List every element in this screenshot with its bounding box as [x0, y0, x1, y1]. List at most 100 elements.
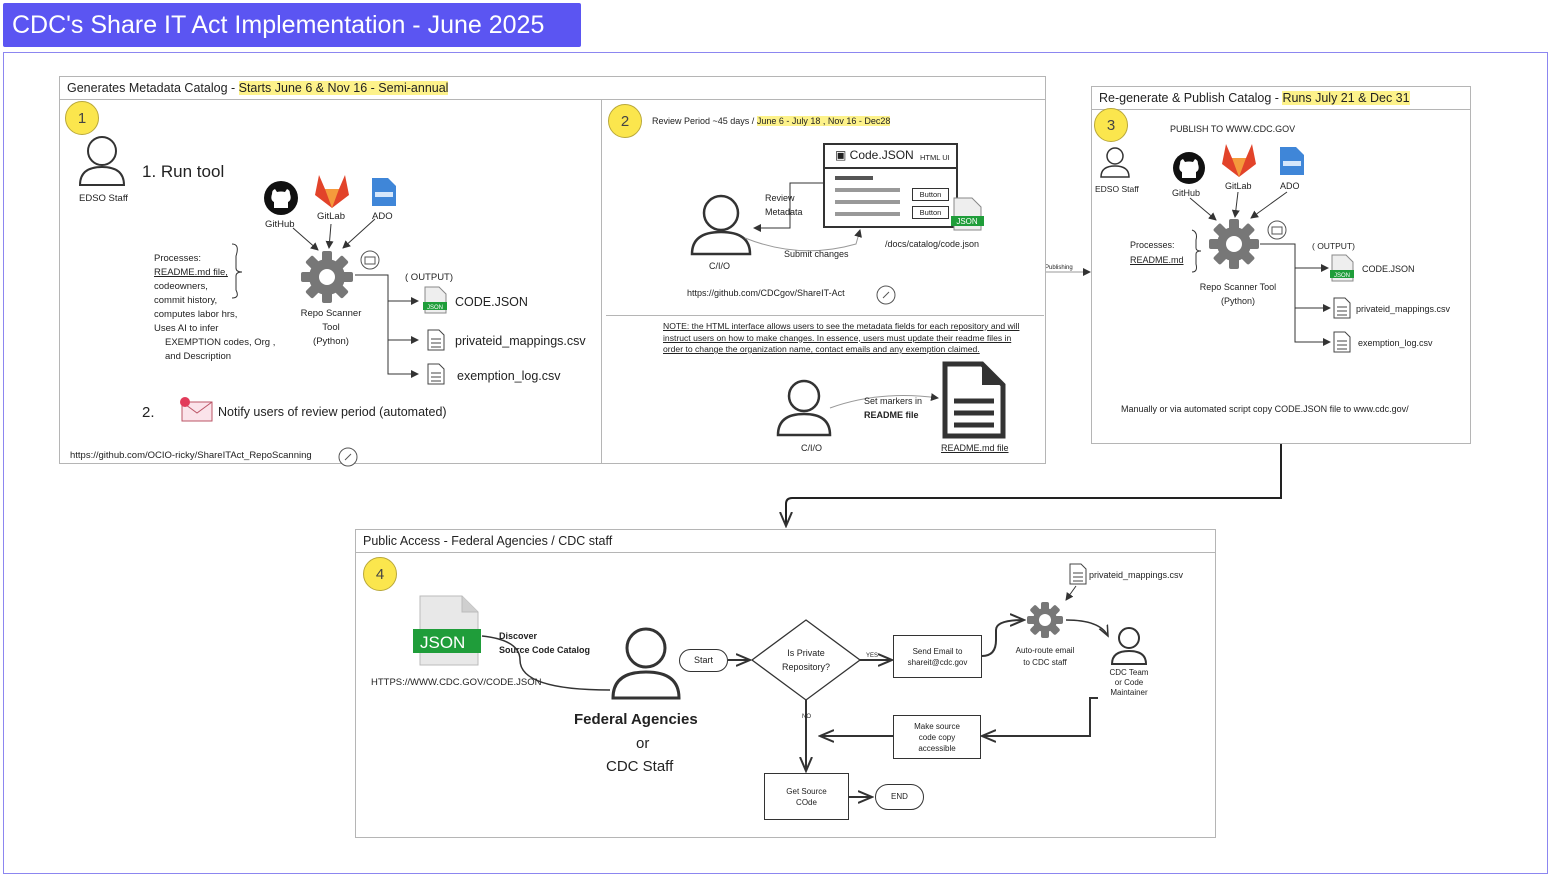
camera-icon: [360, 250, 380, 270]
process-line: codeowners,: [154, 281, 208, 292]
review-period-dates: June 6 - July 18 , Nov 16 - Dec28: [756, 116, 891, 126]
tool-label-3b: (Python): [1220, 296, 1255, 306]
gear-icon: [301, 251, 353, 303]
processes-label: Processes:: [154, 253, 201, 264]
csv-file-icon: [427, 329, 445, 351]
step2-number: 2.: [142, 404, 155, 421]
flow-start: Start: [679, 649, 728, 672]
github-label: GitHub: [265, 219, 295, 230]
ui-line: [835, 200, 900, 204]
svg-text:JSON: JSON: [427, 305, 443, 311]
html-ui-titlebar: [825, 145, 956, 169]
gitlab-label: GitLab: [317, 211, 345, 222]
tool-label-3: (Python): [313, 336, 349, 347]
submit-changes: Submit changes: [784, 249, 849, 259]
json-catalog-label: JSON: [420, 633, 466, 652]
github-icon: [1173, 152, 1205, 184]
ui-button[interactable]: Button: [912, 206, 949, 219]
panel1-header: Generates Metadata Catalog - Starts June…: [60, 77, 1045, 100]
maintainer-person-icon: [1110, 627, 1148, 665]
discover-2: Source Code Catalog: [499, 645, 591, 655]
json-file-icon: JSON: [423, 286, 447, 314]
panel1-header-highlight: Starts June 6 & Nov 16 - Semi-annual: [238, 81, 449, 95]
panel2-divider: [606, 315, 1044, 316]
no-label: NO: [802, 714, 811, 720]
svg-text:JSON: JSON: [1334, 273, 1350, 279]
agencies-label-3: CDC Staff: [606, 758, 674, 775]
make-source-line: accessible: [918, 743, 956, 753]
tool-label-2: Tool: [322, 322, 340, 333]
edso-person-icon: [78, 136, 126, 186]
review-period: Review Period ~45 days / June 6 - July 1…: [652, 116, 891, 126]
copy-instructions: Manually or via automated script copy CO…: [1121, 404, 1409, 414]
process-line: README.md file,: [154, 267, 228, 278]
panel-generate-catalog: Generates Metadata Catalog - Starts June…: [59, 76, 1046, 464]
agencies-label-1: Federal Agencies: [574, 711, 698, 728]
repo-scanning-link[interactable]: https://github.com/OCIO-ricky/ShareITAct…: [70, 450, 312, 461]
publish-label: PUBLISH TO WWW.CDC.GOV: [1170, 124, 1296, 134]
output-exemption: exemption_log.csv: [457, 369, 561, 383]
readme-label: README.md file: [941, 443, 1009, 453]
html-ui-subtitle: HTML UI: [920, 153, 950, 162]
flow-end: END: [875, 784, 924, 810]
ado-label-3: ADO: [1280, 181, 1300, 191]
team-label-2: or Code: [1114, 678, 1144, 687]
step1-text: 1. Run tool: [142, 162, 225, 181]
panel3-header: Re-generate & Publish Catalog - Runs Jul…: [1092, 87, 1470, 110]
html-ui-title-text: Code.JSON: [849, 148, 914, 162]
team-label-3: Maintainer: [1110, 688, 1148, 697]
readme-label-text: README.md file: [941, 443, 1009, 453]
agency-person-icon: [611, 627, 681, 700]
panel4-header: Public Access - Federal Agencies / CDC s…: [356, 530, 1215, 553]
json-catalog-icon: [413, 595, 481, 666]
csv-file-icon: [1333, 297, 1351, 319]
step-badge-2: 2: [608, 104, 642, 138]
cio-person-icon-2: [776, 379, 832, 437]
get-source-box: Get Source COde: [764, 773, 849, 820]
team-label-1: CDC Team: [1109, 668, 1149, 677]
edso-person-icon: [1100, 147, 1130, 178]
get-source-line: COde: [796, 797, 817, 807]
review-metadata-2: Metadata: [765, 207, 803, 217]
process-line: Uses AI to infer: [154, 323, 219, 334]
json-file-icon: JSON: [1330, 254, 1354, 282]
make-source-line: Make source: [914, 721, 960, 731]
html-ui-title: ▣ Code.JSON: [835, 148, 914, 162]
html-ui-note: NOTE: the HTML interface allows users to…: [663, 321, 1020, 354]
json-file-icon: JSON: [951, 197, 984, 231]
publishing-label: Publishing: [1045, 265, 1073, 271]
step-badge-1: 1: [65, 101, 99, 135]
output-exemption-3: exemption_log.csv: [1358, 338, 1433, 348]
panel3-header-text: Re-generate & Publish Catalog -: [1099, 91, 1283, 105]
decision-label-1: Is Private: [787, 648, 825, 658]
send-email-box: Send Email to shareit@cdc.gov: [893, 635, 982, 678]
gear-icon: [1027, 602, 1063, 638]
mappings-file-label: privateid_mappings.csv: [1089, 570, 1184, 580]
auto-route-2: to CDC staff: [1023, 658, 1067, 667]
shareit-repo-link[interactable]: https://github.com/CDCgov/ShareIT-Act: [687, 288, 845, 298]
ui-line: [835, 176, 873, 180]
decision-label-2: Repository?: [781, 662, 831, 672]
ado-icon: [372, 178, 396, 206]
send-email-line: shareit@cdc.gov: [907, 657, 968, 667]
code-json-path: /docs/catalog/code.json: [885, 239, 980, 249]
ui-line: [835, 188, 900, 192]
send-email-line: Send Email to: [912, 646, 963, 656]
panel1-header-text: Generates Metadata Catalog -: [67, 81, 239, 95]
link-icon[interactable]: [876, 285, 896, 305]
readme-label-3: README.md: [1130, 255, 1184, 265]
camera-icon: [1267, 220, 1287, 240]
output-code-json-3: CODE.JSON: [1362, 264, 1415, 274]
panel3-header-highlight: Runs July 21 & Dec 31: [1282, 91, 1410, 105]
process-line: and Description: [165, 351, 232, 362]
make-source-line: code copy: [918, 732, 956, 742]
panel1-divider: [601, 99, 602, 464]
output-code-json: CODE.JSON: [455, 295, 528, 309]
link-icon[interactable]: [338, 447, 358, 467]
get-source-line: Get Source: [786, 786, 827, 796]
gitlab-label-3: GitLab: [1225, 181, 1252, 191]
ui-button[interactable]: Button: [912, 188, 949, 201]
